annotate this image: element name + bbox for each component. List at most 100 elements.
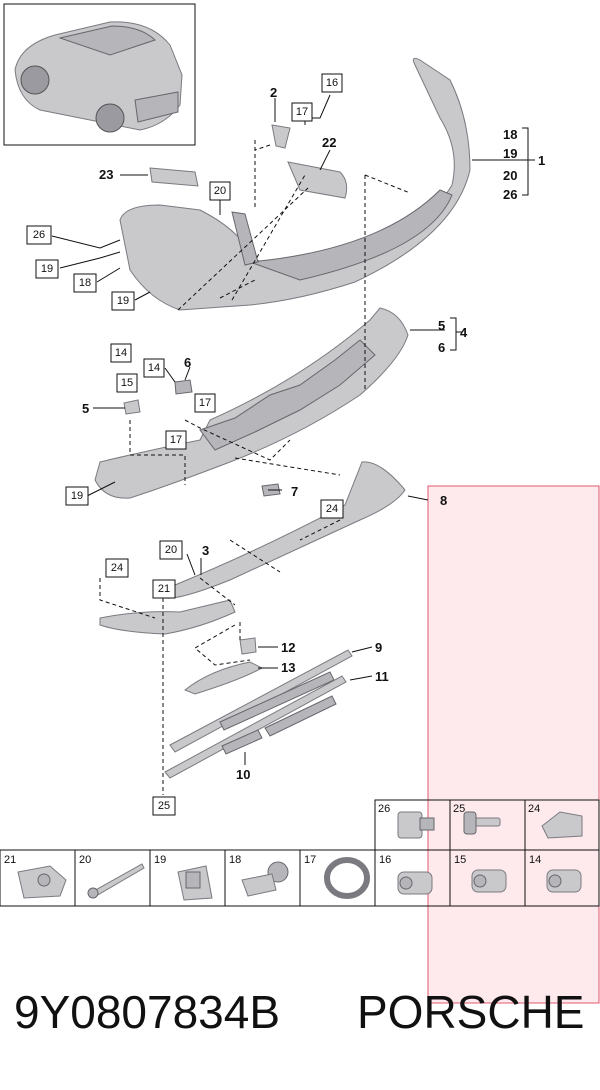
callout-14-label: 14 — [115, 347, 127, 359]
callout-24: 24 — [320, 499, 344, 519]
fastener-grid: 26 25 24 21 20 19 18 17 16 15 14 — [0, 799, 600, 907]
callout-24-label: 24 — [326, 503, 338, 515]
callout-21-label: 21 — [158, 583, 170, 595]
callout-19-label: 19 — [117, 295, 129, 307]
callout-7: 7 — [291, 484, 298, 499]
callout-26-label: 26 — [33, 229, 45, 241]
grid-label-17: 17 — [304, 854, 316, 866]
callout-14: 14 — [143, 358, 165, 378]
leader-lines — [51, 94, 535, 765]
spring-nut-icon — [17, 865, 67, 899]
callout-18-label: 18 — [79, 277, 91, 289]
callout-21: 21 — [152, 579, 176, 599]
callout-12: 12 — [281, 640, 295, 655]
grid-label-25: 25 — [453, 803, 465, 815]
callout-10: 10 — [236, 767, 250, 782]
part-number: 9Y0807834B — [14, 986, 281, 1038]
diffuser-part — [99, 461, 406, 635]
grille-part-10b — [264, 695, 337, 737]
grid-label-21: 21 — [4, 854, 16, 866]
callout-24-label: 24 — [111, 562, 123, 574]
callout-1: 1 — [538, 153, 545, 168]
callout-25-label: 25 — [158, 800, 170, 812]
callout-19-label: 19 — [71, 490, 83, 502]
clip-part-5 — [123, 399, 141, 415]
grid-label-19: 19 — [154, 854, 166, 866]
callout-17-label: 17 — [199, 397, 211, 409]
bolt-icon — [463, 811, 501, 835]
callout-6: 6 — [184, 355, 191, 370]
grid-label-18: 18 — [229, 854, 241, 866]
highlight-region-item-8 — [427, 485, 600, 1004]
callout-20: 20 — [209, 181, 231, 201]
sensor-holder-icon — [471, 869, 507, 893]
callout-26: 26 — [26, 225, 52, 245]
callout-5: 5 — [82, 401, 89, 416]
callout-16: 16 — [321, 73, 343, 93]
callout-9: 9 — [375, 640, 382, 655]
grid-label-16: 16 — [379, 854, 391, 866]
footer: 9Y0807834B PORSCHE — [0, 985, 600, 1045]
grid-label-26: 26 — [378, 803, 390, 815]
callout-2: 2 — [270, 85, 277, 100]
callout-19: 19 — [111, 291, 135, 311]
callout-8: 8 — [440, 493, 447, 508]
callout-13: 13 — [281, 660, 295, 675]
callout-6-group: 6 — [438, 340, 445, 355]
grid-label-15: 15 — [454, 854, 466, 866]
bracket-part-2 — [271, 124, 291, 149]
sensor-holder-icon — [397, 871, 433, 895]
bumper-carrier-part — [94, 307, 409, 499]
vehicle-thumbnail — [3, 3, 196, 146]
callout-19-group: 19 — [503, 146, 517, 161]
seal-part-13 — [184, 661, 264, 695]
callout-17: 17 — [194, 393, 216, 413]
callout-17-label: 17 — [296, 106, 308, 118]
callout-25: 25 — [152, 796, 176, 816]
trim-part-11 — [164, 675, 347, 779]
callout-17: 17 — [165, 430, 187, 450]
trim-part-9 — [169, 649, 353, 753]
grille-part-10c — [221, 729, 263, 755]
reflector-part-23 — [149, 167, 199, 187]
callout-11: 11 — [375, 669, 389, 684]
grid-label-20: 20 — [79, 854, 91, 866]
sensor-holder-icon — [546, 869, 582, 893]
grid-label-14: 14 — [529, 854, 541, 866]
callout-17: 17 — [291, 102, 313, 122]
bracket-part-6 — [174, 379, 193, 395]
callout-19-label: 19 — [41, 263, 53, 275]
callout-14-label: 14 — [148, 362, 160, 374]
spring-clip-icon — [177, 865, 213, 901]
callout-16-label: 16 — [326, 77, 338, 89]
callout-22: 22 — [322, 135, 336, 150]
callout-19: 19 — [35, 259, 59, 279]
clip-bracket-icon — [541, 811, 583, 839]
callout-20-label: 20 — [214, 185, 226, 197]
callout-5-group: 5 — [438, 318, 445, 333]
brand-name: PORSCHE — [357, 986, 585, 1038]
grille-part-10a — [219, 671, 335, 731]
callout-20-label: 20 — [165, 544, 177, 556]
callout-18: 18 — [73, 273, 97, 293]
bracket-part-12 — [239, 637, 257, 655]
retaining-ring-icon — [324, 857, 370, 899]
grid-label-24: 24 — [528, 803, 540, 815]
callout-15-label: 15 — [121, 377, 133, 389]
rivet-pin-icon — [87, 863, 145, 899]
bumper-cover-part — [119, 57, 471, 311]
reflector-part-22 — [287, 161, 348, 199]
callout-19: 19 — [65, 486, 89, 506]
callout-26-group: 26 — [503, 187, 517, 202]
callout-3: 3 — [202, 543, 209, 558]
callout-4: 4 — [460, 325, 468, 340]
callout-23: 23 — [99, 167, 113, 182]
callout-20: 20 — [159, 540, 183, 560]
dashed-guides — [99, 140, 411, 795]
callout-20-group: 20 — [503, 168, 517, 183]
expansion-rivet-icon — [241, 861, 289, 897]
callout-17-label: 17 — [170, 434, 182, 446]
clip-nut-icon — [397, 811, 435, 839]
callout-14: 14 — [110, 343, 132, 363]
